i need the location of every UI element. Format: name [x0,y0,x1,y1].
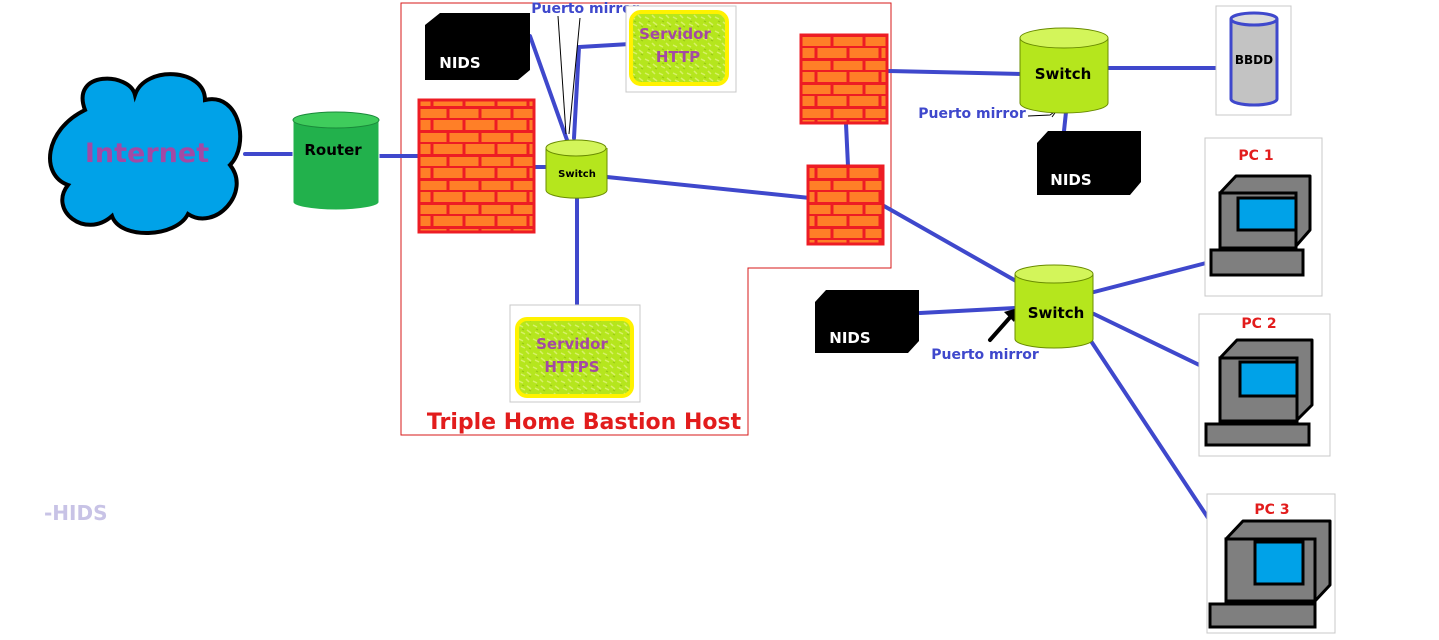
link-firewall-upper-lower [844,122,850,168]
nids-dmz-node: NIDS [425,13,530,80]
nids-lan-box [815,290,919,353]
link-switch-lan-pc1 [1092,260,1212,294]
https-server-box [515,317,634,398]
pc1-keyboard [1209,248,1305,277]
bastion-zone-outline [400,2,892,436]
firewall-internal-lower [806,164,885,246]
switch-dmz-label: Switch [558,169,596,180]
nids-dmz-label: NIDS [439,54,480,72]
pc1-label: PC 1 [1238,148,1273,164]
firewall-main [417,98,536,234]
pc3-keyboard [1208,602,1317,629]
switch-dmz-node: Switch [545,139,608,199]
switch-db-body [1019,38,1109,114]
internet-cloud: Internet [48,72,243,235]
pc2-screen [1238,360,1299,398]
link-switch-firewall-lower [605,175,812,200]
pc1-node: PC 1 [1204,137,1323,297]
link-nids-lan-switch [918,306,1017,315]
nids-db-label: NIDS [1050,171,1091,189]
switch-db-top [1019,27,1109,49]
switch-db-node: Switch [1019,27,1109,114]
nids-lan-label: NIDS [829,329,870,347]
pc3-screen [1253,540,1305,586]
link-switch-lan-pc3 [1085,333,1228,547]
links [243,34,1230,547]
bbdd-label: BBDD [1235,53,1273,67]
mirror-label-dmz: Puerto mirror [531,1,639,17]
https-server-node: Servidor HTTPS [509,304,641,403]
pc3-node: PC 3 [1206,493,1336,634]
switch-lan-label: Switch [1028,304,1085,322]
bbdd-top [1229,11,1279,27]
nids-db-box [1037,131,1141,195]
link-switch-http [572,42,632,140]
mirror-pointer-top [557,15,567,135]
switch-lan-body [1014,274,1094,349]
cloud-shape [48,72,243,235]
link-firewall-upper-switch-db [885,69,1024,76]
switch-dmz-body [545,148,608,199]
mirror-pointer-top-2 [568,17,581,135]
internet-label: Internet [85,138,209,169]
router-top [292,111,380,129]
http-server-label-line1: Servidor [639,25,711,43]
link-switch-db-nids [1062,110,1068,133]
pc2-node: PC 2 [1198,313,1331,457]
nids-dmz-box [425,13,530,80]
http-server-label-line2: HTTP [656,48,700,66]
pc3-label: PC 3 [1254,502,1289,518]
router-label: Router [304,141,362,159]
link-firewall-lower-switch-lan [882,204,1018,283]
switch-lan-top [1014,264,1094,284]
switch-dmz-top [545,139,607,157]
https-server-label-line1: Servidor [536,335,608,353]
http-server-node: Servidor HTTP [625,5,737,93]
bastion-zone-title: Triple Home Bastion Host [427,410,742,435]
pc2-label: PC 2 [1241,316,1276,332]
firewall-internal-upper [799,33,889,125]
mirror-label-db: Puerto mirror [918,106,1026,122]
bbdd-node: BBDD [1215,5,1292,116]
switch-lan-node: Switch [1014,264,1094,349]
pc1-screen [1236,196,1298,232]
router-node: Router [292,111,380,211]
router-body [292,120,380,211]
legend-hids: -HIDS [44,501,108,525]
https-server-label-line2: HTTPS [544,358,599,376]
http-server-box [629,10,729,86]
nids-db-node: NIDS [1037,131,1141,195]
mirror-label-lan: Puerto mirror [931,347,1039,363]
pc2-keyboard [1204,422,1311,447]
mirror-pointer-lan [988,312,1015,342]
switch-db-label: Switch [1035,65,1092,83]
link-nids-top-switch [528,34,569,142]
bbdd-body [1229,19,1279,107]
nids-lan-node: NIDS [815,290,919,353]
